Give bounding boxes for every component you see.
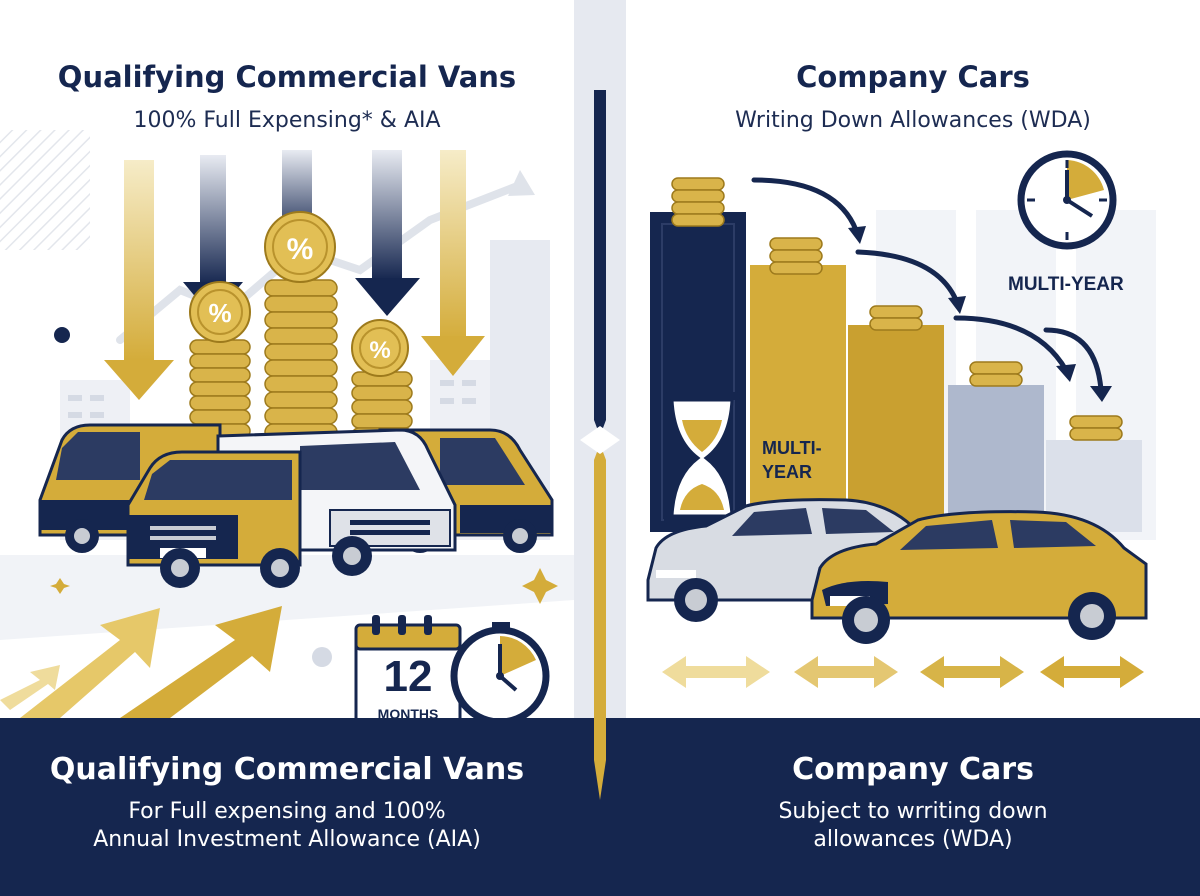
cars-footer-line-2: allowances (WDA) xyxy=(813,827,1013,852)
hourglass-icon xyxy=(664,392,740,524)
up-arrow-icon xyxy=(20,608,160,718)
up-arrow-icon xyxy=(0,665,60,710)
vans-heading: Qualifying Commercial Vans xyxy=(57,60,517,94)
svg-text:%: % xyxy=(208,298,231,328)
vans-illustration: % % % xyxy=(0,130,574,718)
percent-icon: % xyxy=(189,281,251,343)
cars-footer-title: Company Cars xyxy=(792,752,1034,787)
bar-gray-1 xyxy=(948,385,1044,532)
down-arrow-icon xyxy=(355,150,420,316)
svg-text:%: % xyxy=(369,337,390,364)
van-icon xyxy=(126,450,302,588)
vans-footer: Qualifying Commercial Vans For Full expe… xyxy=(0,718,574,896)
cars-footer-line-1: Subject to wrriting down xyxy=(778,799,1048,824)
center-divider xyxy=(574,0,626,896)
cars-subheading: Writing Down Allowances (WDA) xyxy=(735,108,1091,133)
calendar-icon xyxy=(354,615,462,718)
double-arrow-icon xyxy=(920,656,1024,688)
vans-subheading: 100% Full Expensing* & AIA xyxy=(133,108,441,133)
percent-icon: % xyxy=(264,211,336,283)
up-arrow-icon xyxy=(120,606,282,718)
bar-label: MULTI- YEAR xyxy=(762,436,822,484)
cars-footer-description: Subject to wrriting down allowances (WDA… xyxy=(626,798,1200,854)
curved-arrow-icon xyxy=(751,177,1104,393)
vans-footer-line-1: For Full expensing and 100% xyxy=(128,799,446,824)
vans-footer-description: For Full expensing and 100% Annual Inves… xyxy=(0,798,574,854)
sparkle-icon xyxy=(50,578,70,594)
vans-footer-title: Qualifying Commercial Vans xyxy=(49,752,525,787)
double-arrow-icon xyxy=(1040,656,1144,688)
svg-text:%: % xyxy=(287,233,314,266)
double-arrow-icon xyxy=(794,656,898,688)
bar-label-line-1: MULTI- xyxy=(762,438,822,458)
coin-stack-icon xyxy=(671,177,1123,441)
cars-illustration xyxy=(646,150,1156,688)
calendar-number: 12 xyxy=(383,652,433,701)
vans-panel: % % % xyxy=(0,0,574,896)
bar-gold-1 xyxy=(750,265,846,532)
down-arrow-icon xyxy=(421,150,485,376)
percent-icon: % xyxy=(351,319,409,377)
down-arrow-icon xyxy=(104,160,174,400)
bar-label-line-2: YEAR xyxy=(762,462,813,482)
car-icon xyxy=(810,510,1148,644)
cars-heading: Company Cars xyxy=(796,60,1030,94)
clock-label: MULTI-YEAR xyxy=(1008,274,1124,295)
double-arrow-icon xyxy=(662,656,770,688)
sparkle-icon xyxy=(522,568,558,604)
hatch-decoration xyxy=(0,130,90,250)
cars-panel: Company Cars Writing Down Allowances (WD… xyxy=(626,0,1200,896)
vans-footer-line-2: Annual Investment Allowance (AIA) xyxy=(93,827,481,852)
stopwatch-icon xyxy=(450,622,550,718)
dot-decoration xyxy=(54,327,70,343)
bar-gold-2 xyxy=(848,325,944,532)
clock-icon xyxy=(1017,150,1117,250)
cars-footer: Company Cars Subject to wrriting down al… xyxy=(626,718,1200,896)
